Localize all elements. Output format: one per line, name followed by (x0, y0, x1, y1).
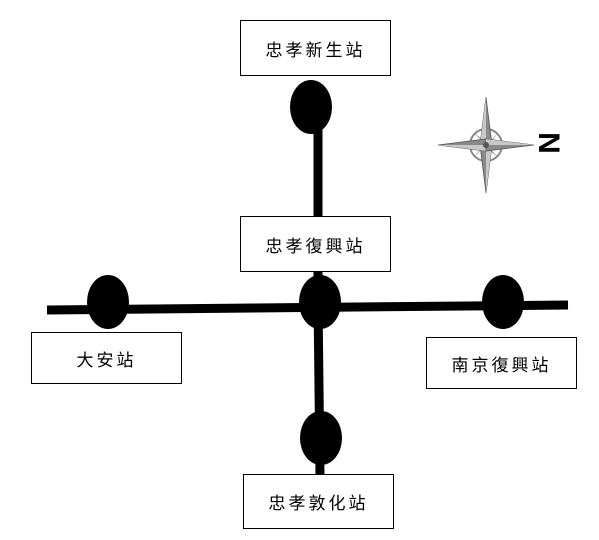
station-name: 南京復興站 (451, 355, 552, 376)
station-marker-daan[interactable] (87, 275, 129, 329)
station-marker-nanjing-fuxing[interactable] (482, 275, 524, 329)
station-label-zhongxiao-fuxing[interactable]: 忠孝復興站 (240, 216, 391, 272)
station-marker-zhongxiao-dunhua[interactable] (300, 411, 342, 465)
station-label-zhongxiao-dunhua[interactable]: 忠孝敦化站 (243, 474, 394, 529)
station-name: 忠孝復興站 (265, 236, 366, 257)
compass-north-label: N (531, 132, 565, 154)
station-name: 忠孝新生站 (265, 40, 366, 61)
station-marker-zhongxiao-fuxing[interactable] (299, 275, 341, 329)
station-label-nanjing-fuxing[interactable]: 南京復興站 (426, 337, 577, 389)
station-marker-zhongxiao-xinsheng[interactable] (290, 80, 332, 134)
station-label-daan[interactable]: 大安站 (31, 332, 182, 384)
station-name: 忠孝敦化站 (268, 494, 369, 514)
compass-rose-icon (437, 96, 535, 194)
station-name: 大安站 (76, 350, 137, 371)
station-label-zhongxiao-xinsheng[interactable]: 忠孝新生站 (240, 20, 391, 76)
